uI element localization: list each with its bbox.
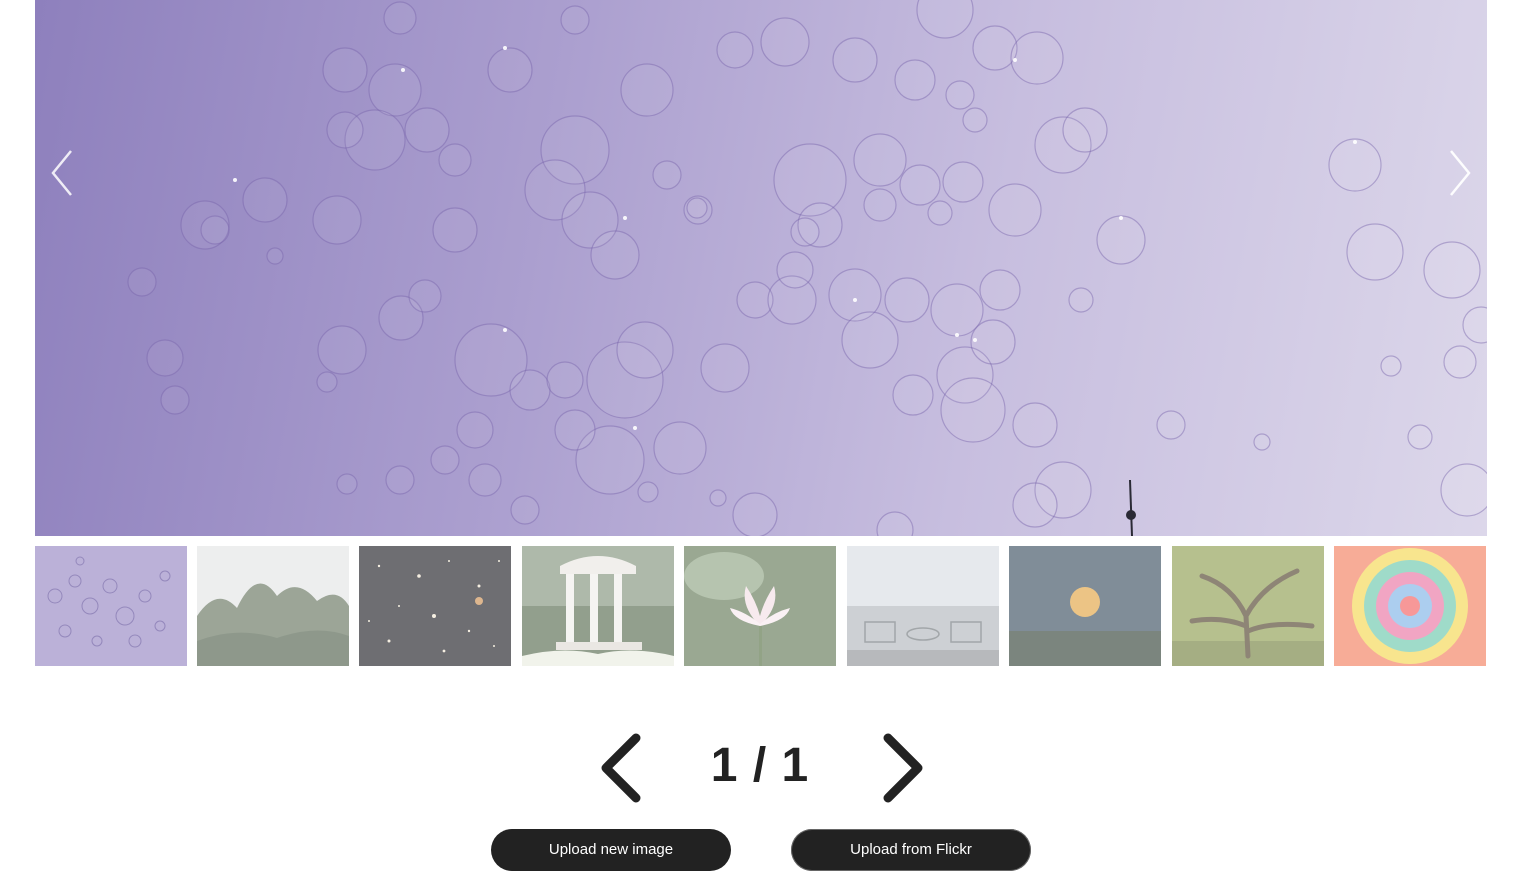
page-counter: 1 / 1 — [710, 739, 810, 792]
thumbnail-moon-image — [1009, 546, 1161, 666]
bubbles-photo — [127, 0, 1487, 536]
hero-prev-arrow-icon[interactable] — [43, 145, 83, 201]
thumbnail-lotus-flower[interactable] — [684, 546, 836, 666]
hero-image — [35, 0, 1487, 536]
spire-silhouette — [1126, 479, 1136, 536]
hero-next-arrow-icon[interactable] — [1439, 145, 1479, 201]
thumbnail-tie-dye-image — [1334, 546, 1486, 666]
thumbnail-oak-tree-image — [1172, 546, 1324, 666]
thumbnail-misty-forest[interactable] — [197, 546, 349, 666]
thumbnail-foggy-garden[interactable] — [847, 546, 999, 666]
thumbnail-starfield[interactable] — [359, 546, 511, 666]
thumbnail-strip — [35, 546, 1487, 666]
thumbnail-lotus-flower-image — [684, 546, 836, 666]
thumbnail-garden-gazebo-image — [522, 546, 674, 666]
thumbnail-bubbles-image — [35, 546, 187, 666]
prev-page-chevron-icon[interactable] — [596, 730, 648, 806]
next-page-chevron-icon[interactable] — [876, 730, 928, 806]
thumbnail-misty-forest-image — [197, 546, 349, 666]
upload-from-flickr-button[interactable]: Upload from Flickr — [791, 829, 1031, 871]
thumbnail-garden-gazebo[interactable] — [522, 546, 674, 666]
pagination: 1 / 1 — [0, 728, 1528, 808]
thumbnail-moon[interactable] — [1009, 546, 1161, 666]
thumbnail-foggy-garden-image — [847, 546, 999, 666]
upload-new-image-button[interactable]: Upload new image — [491, 829, 731, 871]
thumbnail-tie-dye[interactable] — [1334, 546, 1486, 666]
thumbnail-oak-tree[interactable] — [1172, 546, 1324, 666]
thumbnail-bubbles[interactable] — [35, 546, 187, 666]
thumbnail-starfield-image — [359, 546, 511, 666]
